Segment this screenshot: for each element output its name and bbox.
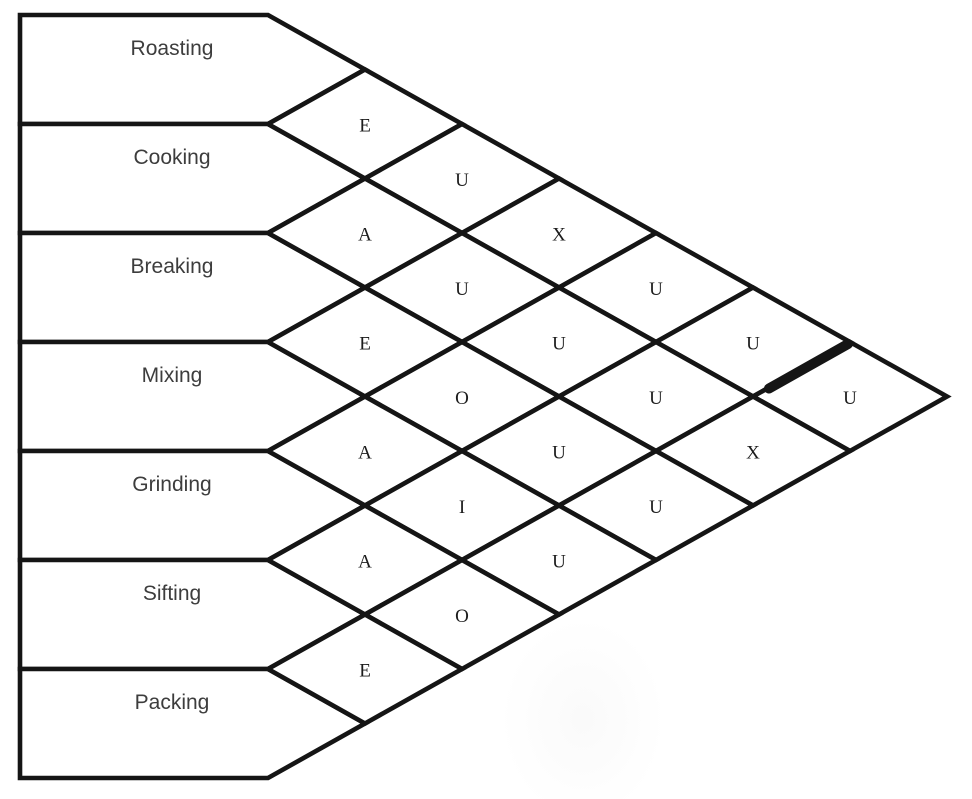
activity-label-cooking: Cooking xyxy=(133,146,210,169)
rating-grinding-packing: O xyxy=(455,606,469,627)
rating-mixing-sifting: I xyxy=(459,497,465,518)
thick-edge-artifact xyxy=(764,339,853,394)
rating-roasting-packing: U xyxy=(843,388,857,409)
rating-breaking-packing: U xyxy=(649,497,663,518)
rating-cooking-mixing: U xyxy=(455,279,469,300)
rating-roasting-grinding: U xyxy=(649,279,663,300)
rating-grinding-sifting: A xyxy=(358,552,372,573)
activity-label-grinding: Grinding xyxy=(132,473,211,496)
rating-cooking-breaking: A xyxy=(358,225,372,246)
activity-label-packing: Packing xyxy=(135,691,210,714)
rating-roasting-breaking: U xyxy=(455,170,469,191)
activity-label-sifting: Sifting xyxy=(143,582,201,605)
rating-roasting-sifting: U xyxy=(746,334,760,355)
activity-label-roasting: Roasting xyxy=(131,37,214,60)
rating-roasting-cooking: E xyxy=(359,116,371,137)
rating-cooking-grinding: U xyxy=(552,334,566,355)
relationship-cell-sifting-packing xyxy=(263,611,467,727)
rating-breaking-mixing: E xyxy=(359,334,371,355)
activity-label-mixing: Mixing xyxy=(142,364,203,387)
rating-breaking-sifting: U xyxy=(552,443,566,464)
rating-roasting-mixing: X xyxy=(552,225,566,246)
rating-cooking-packing: X xyxy=(746,443,760,464)
rating-breaking-grinding: O xyxy=(455,388,469,409)
activity-box-packing xyxy=(17,666,370,781)
rating-cooking-sifting: U xyxy=(649,388,663,409)
rating-mixing-grinding: A xyxy=(358,443,372,464)
activity-label-breaking: Breaking xyxy=(131,255,214,278)
rating-sifting-packing: E xyxy=(359,661,371,682)
rating-mixing-packing: U xyxy=(552,552,566,573)
